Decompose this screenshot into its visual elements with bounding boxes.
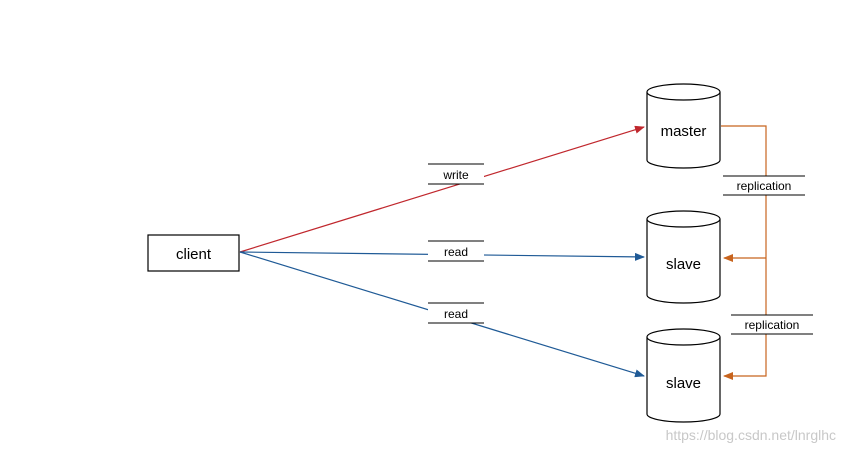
replication-label-1: replication <box>723 175 805 196</box>
read-label-1-text: read <box>444 245 468 259</box>
read-label-2: read <box>428 302 484 324</box>
slave-node-2: slave <box>646 328 721 423</box>
write-edge <box>239 125 645 253</box>
replication-connector <box>721 125 767 380</box>
slave-node-1: slave <box>646 210 721 304</box>
master-node: master <box>646 83 721 169</box>
replication-label-2: replication <box>731 314 813 335</box>
replication-label-1-text: replication <box>737 179 792 193</box>
watermark-text: https://blog.csdn.net/lnrglhc <box>666 427 836 443</box>
read-label-2-text: read <box>444 307 468 321</box>
client-node: client <box>147 234 240 272</box>
master-label: master <box>661 123 707 140</box>
slave-1-label: slave <box>666 256 701 273</box>
write-label: write <box>428 163 484 185</box>
read-label-1: read <box>428 240 484 262</box>
slave-2-label: slave <box>666 375 701 392</box>
write-label-text: write <box>442 168 469 182</box>
replication-label-2-text: replication <box>745 318 800 332</box>
client-label: client <box>176 246 212 263</box>
